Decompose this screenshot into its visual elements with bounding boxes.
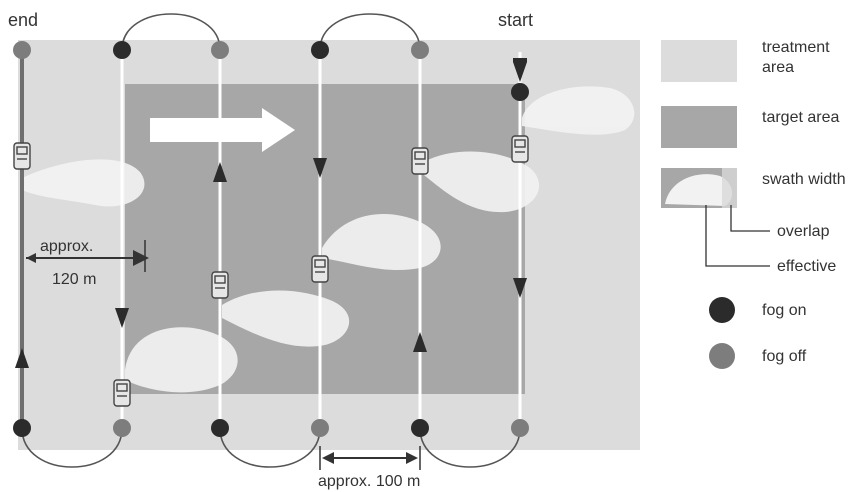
- arrow-down: [115, 308, 129, 328]
- legend: treatment area target area swath width o…: [661, 39, 846, 369]
- legend-treatment-line2: area: [762, 59, 794, 76]
- fog-vehicle: [411, 147, 429, 175]
- fog-plume: [222, 290, 350, 347]
- fog-on-dot: [311, 41, 329, 59]
- legend-treatment-line1: treatment: [762, 39, 830, 56]
- fog-plumes: [22, 86, 635, 393]
- end-label: end: [8, 10, 38, 30]
- direction-arrows: [15, 58, 527, 368]
- legend-effective-label: effective: [777, 258, 836, 275]
- arrow-up: [15, 348, 29, 368]
- legend-fog-off-dot: [709, 343, 735, 369]
- arrow-up: [413, 332, 427, 352]
- legend-swath-label: swath width: [762, 171, 846, 188]
- legend-overlap-label: overlap: [777, 223, 830, 240]
- fog-off-dot: [113, 419, 131, 437]
- fog-dots: [13, 41, 529, 437]
- fog-off-dot: [411, 41, 429, 59]
- fog-vehicle: [13, 142, 31, 170]
- fog-on-dot: [411, 419, 429, 437]
- fog-plume: [22, 159, 145, 207]
- fog-vehicle: [311, 255, 329, 283]
- fog-on-dot: [211, 419, 229, 437]
- fog-off-dot: [311, 419, 329, 437]
- fog-plume: [424, 151, 540, 213]
- fog-vehicles: [13, 135, 529, 407]
- measure-120m: approx. 120 m: [26, 238, 149, 288]
- turn-loop-bottom: [21, 427, 123, 468]
- wind-direction-arrow: [150, 108, 295, 152]
- legend-fog-off-label: fog off: [762, 348, 807, 365]
- legend-fog-on-dot: [709, 297, 735, 323]
- fog-off-dot: [13, 41, 31, 59]
- fog-vehicle: [511, 135, 529, 163]
- turn-loop-top: [319, 13, 421, 51]
- legend-target-swatch: [661, 106, 737, 148]
- turn-loop-bottom: [419, 427, 521, 468]
- fog-on-dot: [13, 419, 31, 437]
- legend-treatment-swatch: [661, 40, 737, 82]
- wind-direction-label: wind direction: [157, 123, 256, 140]
- arrow-down: [513, 58, 527, 82]
- arrow-up: [213, 162, 227, 182]
- measure-120-line2: 120 m: [52, 271, 96, 288]
- legend-swath-swatch: [661, 168, 737, 208]
- fog-plume: [322, 214, 441, 271]
- arrow-down: [313, 158, 327, 178]
- fog-plume: [522, 86, 635, 135]
- fog-off-dot: [511, 419, 529, 437]
- measure-120-line1: approx.: [40, 238, 93, 255]
- pass-lines: [120, 52, 522, 426]
- legend-fog-on-label: fog on: [762, 302, 806, 319]
- turn-loops: [21, 13, 521, 468]
- start-label: start: [498, 10, 533, 30]
- fog-on-dot: [511, 83, 529, 101]
- fog-vehicle: [113, 379, 131, 407]
- fog-plume: [125, 327, 238, 393]
- legend-target-label: target area: [762, 109, 839, 126]
- turn-loop-top: [121, 13, 221, 51]
- measure-100-label: approx. 100 m: [318, 473, 420, 490]
- turn-loop-bottom: [219, 427, 321, 468]
- measure-100m: approx. 100 m: [318, 446, 421, 490]
- arrow-down: [513, 278, 527, 298]
- fog-on-dot: [113, 41, 131, 59]
- fog-vehicle: [211, 271, 229, 299]
- fog-off-dot: [211, 41, 229, 59]
